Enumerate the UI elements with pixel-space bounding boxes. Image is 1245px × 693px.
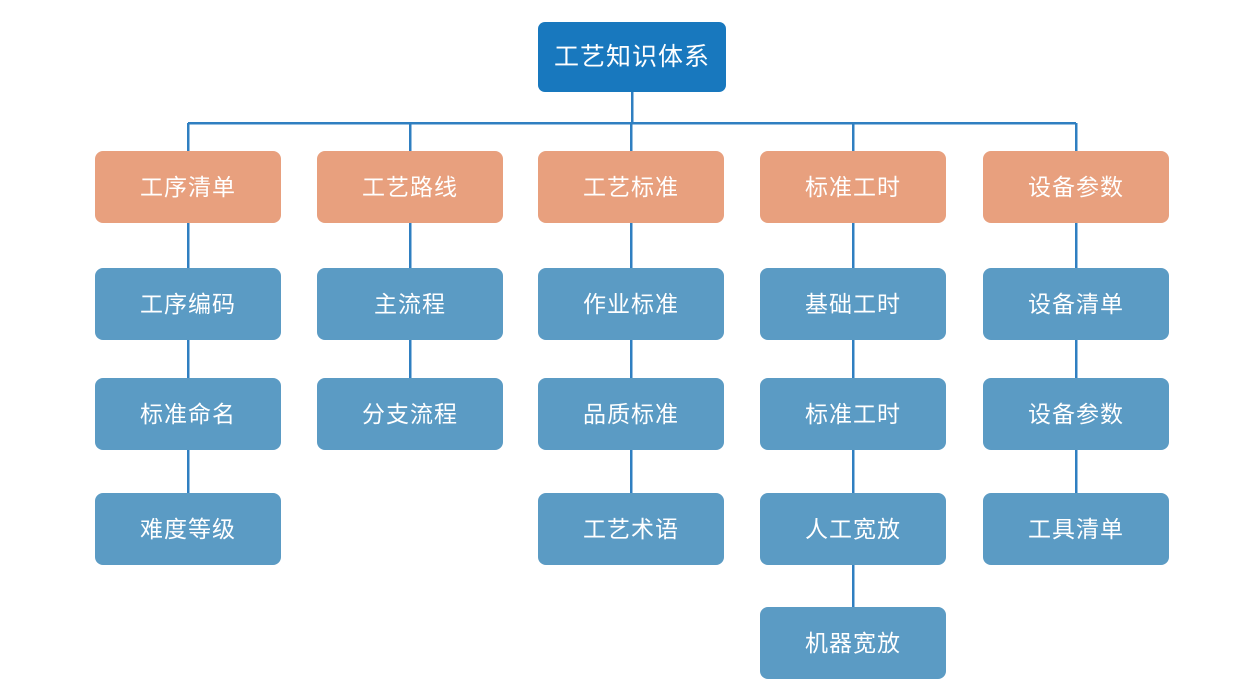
node-label: 设备参数 <box>1028 173 1124 200</box>
leaf-node[interactable]: 工具清单 <box>983 493 1169 565</box>
category-node[interactable]: 标准工时 <box>760 151 946 223</box>
leaf-node[interactable]: 基础工时 <box>760 268 946 340</box>
leaf-node[interactable]: 工艺术语 <box>538 493 724 565</box>
node-label: 人工宽放 <box>805 515 901 542</box>
node-label: 品质标准 <box>583 400 679 427</box>
category-node[interactable]: 工序清单 <box>95 151 281 223</box>
node-label: 设备参数 <box>1028 400 1124 427</box>
node-label: 标准工时 <box>805 400 901 427</box>
node-label: 工艺标准 <box>583 173 679 200</box>
node-label: 工序编码 <box>140 290 236 317</box>
leaf-node[interactable]: 难度等级 <box>95 493 281 565</box>
leaf-node[interactable]: 标准命名 <box>95 378 281 450</box>
leaf-node[interactable]: 工序编码 <box>95 268 281 340</box>
node-label: 基础工时 <box>805 290 901 317</box>
node-label: 标准工时 <box>805 173 901 200</box>
leaf-node[interactable]: 人工宽放 <box>760 493 946 565</box>
node-label: 难度等级 <box>140 515 236 542</box>
leaf-node[interactable]: 标准工时 <box>760 378 946 450</box>
node-label: 机器宽放 <box>805 629 901 656</box>
category-node[interactable]: 工艺标准 <box>538 151 724 223</box>
leaf-node[interactable]: 设备清单 <box>983 268 1169 340</box>
leaf-node[interactable]: 机器宽放 <box>760 607 946 679</box>
category-node[interactable]: 设备参数 <box>983 151 1169 223</box>
leaf-node[interactable]: 品质标准 <box>538 378 724 450</box>
leaf-node[interactable]: 主流程 <box>317 268 503 340</box>
node-label: 工艺术语 <box>583 515 679 542</box>
node-label: 工艺知识体系 <box>553 42 710 71</box>
leaf-node[interactable]: 设备参数 <box>983 378 1169 450</box>
root-node[interactable]: 工艺知识体系 <box>538 22 726 92</box>
node-label: 标准命名 <box>140 400 236 427</box>
category-node[interactable]: 工艺路线 <box>317 151 503 223</box>
node-label: 工具清单 <box>1028 515 1124 542</box>
node-label: 设备清单 <box>1028 290 1124 317</box>
node-label: 主流程 <box>374 290 446 317</box>
leaf-node[interactable]: 分支流程 <box>317 378 503 450</box>
node-label: 工序清单 <box>140 173 236 200</box>
node-label: 作业标准 <box>583 290 679 317</box>
leaf-node[interactable]: 作业标准 <box>538 268 724 340</box>
node-label: 工艺路线 <box>362 173 458 200</box>
node-label: 分支流程 <box>362 400 458 427</box>
